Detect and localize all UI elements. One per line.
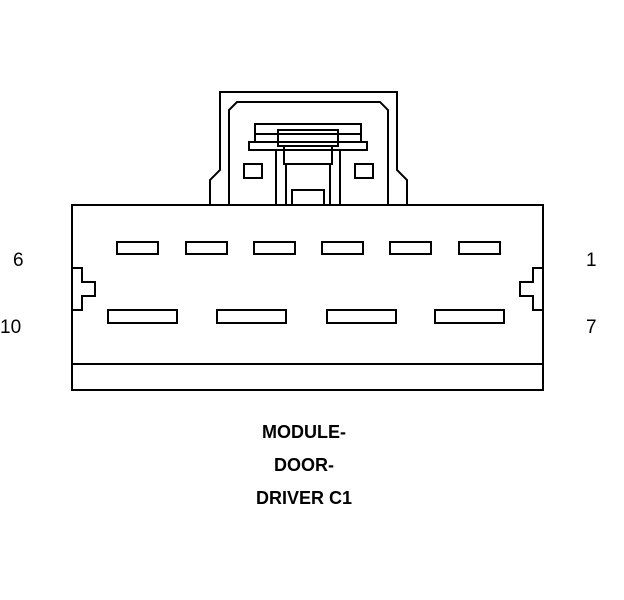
connector-body <box>71 204 544 391</box>
cavity <box>116 241 159 255</box>
cavity <box>389 241 432 255</box>
cavity <box>216 309 287 324</box>
cavity <box>253 241 296 255</box>
caption-line-2: DOOR- <box>274 455 334 475</box>
cavity <box>326 309 397 324</box>
pin-label-6: 6 <box>13 250 24 271</box>
cavity <box>321 241 364 255</box>
bottom-row-cavities <box>107 309 505 324</box>
caption-line-3: DRIVER C1 <box>255 488 353 508</box>
top-row-cavities <box>116 241 501 255</box>
pin-label-1: 1 <box>586 250 597 271</box>
connector-latch <box>209 91 408 206</box>
cavity <box>434 309 505 324</box>
pin-label-7: 7 <box>586 317 597 338</box>
cavity <box>185 241 228 255</box>
cavity <box>458 241 501 255</box>
side-notches <box>72 267 543 311</box>
cavity <box>107 309 178 324</box>
caption-line-1: MODULE- <box>262 422 346 442</box>
pin-label-10: 10 <box>0 317 22 338</box>
